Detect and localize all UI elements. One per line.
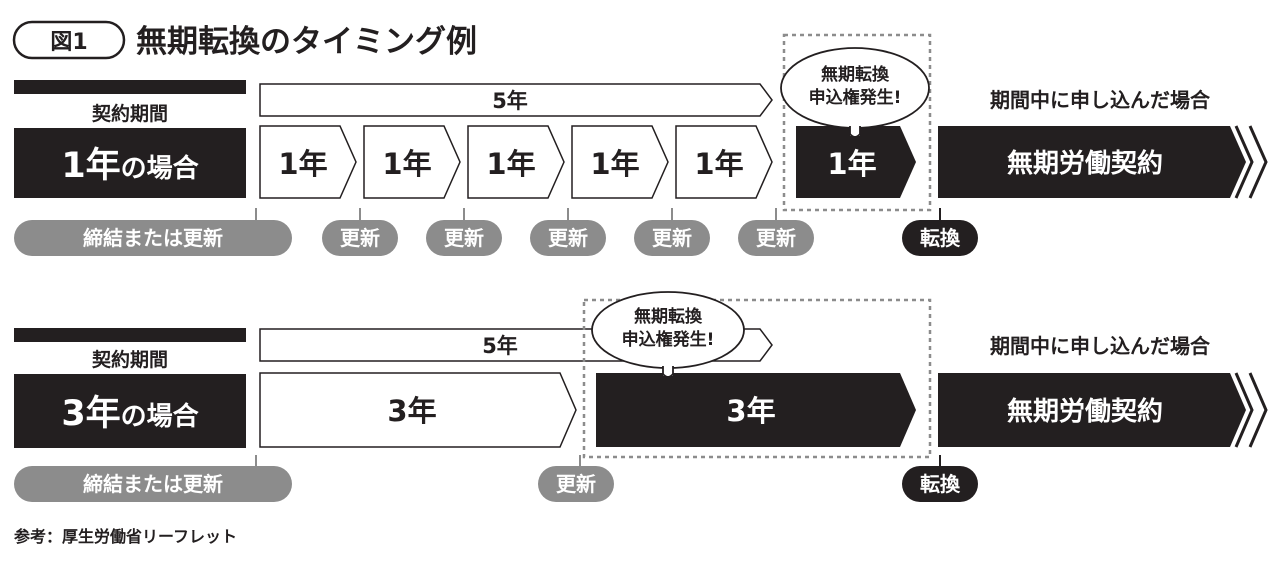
source-note: 参考：厚生労働省リーフレット bbox=[14, 527, 237, 546]
renewal-pill-label: 更新 bbox=[548, 226, 588, 250]
term-arrow bbox=[259, 125, 357, 199]
right-arises-bubble: 無期転換 申込権発生! bbox=[780, 47, 930, 138]
case-label: 3年の場合 bbox=[61, 394, 199, 434]
bubble-line-2: 申込権発生! bbox=[622, 329, 715, 350]
five-year-span-label: 5年 bbox=[482, 334, 518, 358]
conversion-pill bbox=[902, 466, 978, 502]
bubble-line-1: 無期転換 bbox=[821, 64, 890, 85]
case-number: 3年 bbox=[61, 394, 120, 434]
renewal-pill bbox=[426, 220, 502, 256]
figure-label: 図1 bbox=[50, 30, 87, 55]
result-arrow bbox=[938, 373, 1246, 447]
right-arises-bubble: 無期転換 申込権発生! bbox=[591, 291, 745, 378]
period-header: 契約期間 bbox=[91, 348, 168, 371]
result-label: 無期労働契約 bbox=[1007, 396, 1163, 427]
result-chevron bbox=[1234, 125, 1268, 199]
converted-term-arrow bbox=[596, 373, 916, 447]
applied-note: 期間中に申し込んだ場合 bbox=[990, 88, 1211, 112]
five-year-span-label: 5年 bbox=[492, 89, 528, 113]
row-3yr: 契約期間 3年の場合 5年 3年 3年 無期転換 申込権発生! 期間中に申し込ん… bbox=[14, 291, 1268, 502]
start-pill-label: 締結または更新 bbox=[83, 226, 223, 250]
figure-header: 図1 無期転換のタイミング例 bbox=[12, 20, 477, 60]
term-label: 1年 bbox=[694, 147, 743, 181]
case-label-box bbox=[14, 128, 246, 198]
case-number: 1年 bbox=[61, 146, 120, 186]
term-label: 1年 bbox=[590, 147, 639, 181]
conversion-pill bbox=[902, 220, 978, 256]
converted-term-label: 1年 bbox=[827, 147, 876, 181]
term-label: 1年 bbox=[486, 147, 535, 181]
bubble-line-2: 申込権発生! bbox=[809, 87, 902, 108]
result-chevron bbox=[1234, 372, 1268, 448]
period-header-bar bbox=[14, 80, 246, 94]
figure-title: 無期転換のタイミング例 bbox=[136, 24, 477, 60]
renewal-pill bbox=[634, 220, 710, 256]
converted-term-label: 3年 bbox=[726, 394, 775, 428]
renewal-pill bbox=[538, 466, 614, 502]
start-pill bbox=[14, 466, 292, 502]
converted-term-arrow bbox=[796, 126, 916, 198]
case-suffix: の場合 bbox=[121, 153, 200, 184]
term-arrow bbox=[259, 372, 577, 448]
figure-label-frame bbox=[12, 20, 126, 60]
renewal-pill bbox=[530, 220, 606, 256]
start-pill-label: 締結または更新 bbox=[83, 472, 223, 496]
renewal-pill bbox=[738, 220, 814, 256]
renewal-pill-label: 更新 bbox=[340, 226, 380, 250]
renewal-pill-label: 更新 bbox=[756, 226, 796, 250]
start-pill bbox=[14, 220, 292, 256]
conversion-pill-label: 転換 bbox=[920, 472, 961, 496]
conversion-right-frame bbox=[582, 298, 932, 459]
result-arrow bbox=[938, 126, 1246, 198]
case-suffix: の場合 bbox=[121, 401, 200, 432]
conversion-pill-label: 転換 bbox=[920, 226, 961, 250]
term-arrow bbox=[571, 125, 669, 199]
conversion-right-frame bbox=[782, 33, 932, 212]
bubble-line-1: 無期転換 bbox=[634, 306, 703, 327]
period-header-bar bbox=[14, 328, 246, 342]
term-arrow bbox=[467, 125, 565, 199]
renewal-pill-label: 更新 bbox=[556, 472, 596, 496]
term-arrow bbox=[675, 125, 773, 199]
period-header: 契約期間 bbox=[91, 102, 168, 125]
timeline-ticks bbox=[255, 208, 941, 220]
five-year-span-arrow bbox=[259, 83, 773, 117]
applied-note: 期間中に申し込んだ場合 bbox=[990, 334, 1211, 358]
renewal-pill-label: 更新 bbox=[652, 226, 692, 250]
renewal-pill bbox=[322, 220, 398, 256]
term-label: 1年 bbox=[382, 147, 431, 181]
timeline-ticks bbox=[255, 455, 941, 467]
term-arrow bbox=[363, 125, 461, 199]
renewal-pill-label: 更新 bbox=[444, 226, 484, 250]
term-label: 1年 bbox=[278, 147, 327, 181]
case-label-box bbox=[14, 374, 246, 448]
row-1yr: 契約期間 1年の場合 5年 1年 1年 1年 1年 1年 1年 無期転換 申込権… bbox=[14, 33, 1268, 256]
result-label: 無期労働契約 bbox=[1007, 148, 1163, 179]
term-label: 3年 bbox=[387, 394, 436, 428]
case-label: 1年の場合 bbox=[61, 146, 199, 186]
